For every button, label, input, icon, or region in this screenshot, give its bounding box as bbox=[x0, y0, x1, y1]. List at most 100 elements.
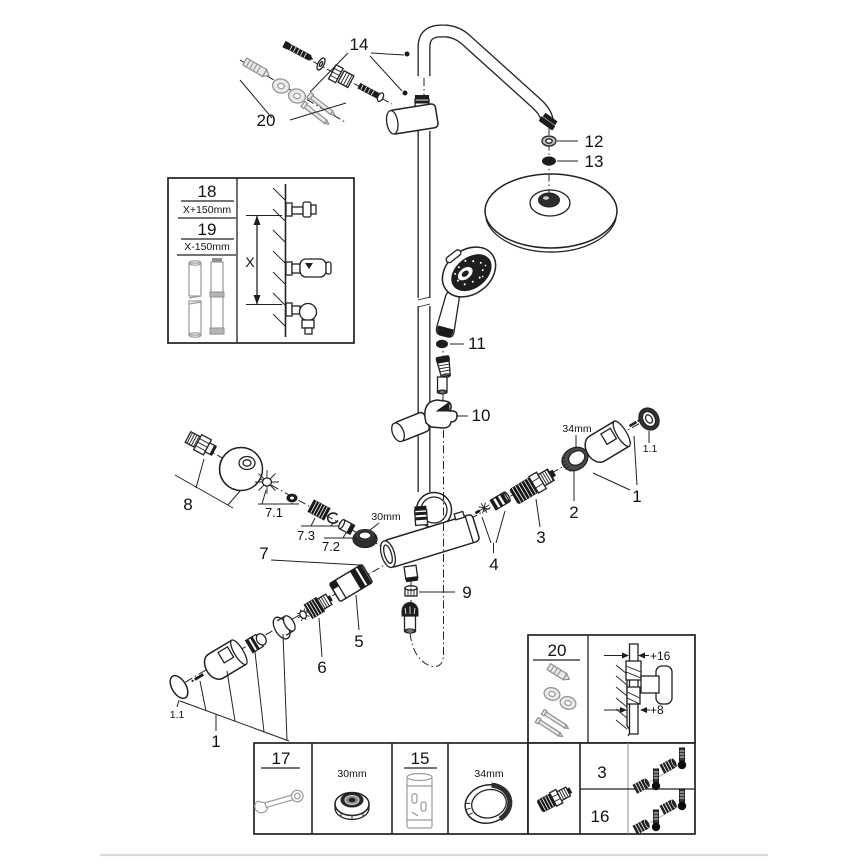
chain-left-group: 8 7.1 7.3 7.2 7 bbox=[174, 430, 401, 566]
callout-1-1: 1.1 bbox=[643, 443, 658, 455]
washer-icon bbox=[271, 78, 291, 94]
callout-10: 10 bbox=[472, 406, 491, 425]
wall-union-icon bbox=[285, 201, 317, 218]
union-8 bbox=[184, 430, 217, 456]
callout-1-1-lower: 1.1 bbox=[170, 709, 185, 721]
pin-star-4 bbox=[474, 502, 490, 515]
callout-3: 3 bbox=[536, 528, 545, 547]
dim-x-minus: X-150mm bbox=[184, 241, 230, 253]
inset-depth-box: 20 bbox=[527, 634, 696, 744]
washer-icon bbox=[543, 687, 561, 701]
washer-icon bbox=[287, 88, 307, 104]
cap-disc-1-1 bbox=[169, 674, 189, 700]
size-30mm: 30mm bbox=[371, 511, 400, 523]
callout-17: 17 bbox=[272, 749, 291, 768]
callout-14: 14 bbox=[350, 35, 369, 54]
table-tools: 17 30mm 15 34mm bbox=[253, 742, 529, 835]
hose-axis bbox=[409, 430, 444, 667]
chain-lower-group: 1.1 bbox=[169, 564, 373, 751]
cartridge-4 bbox=[489, 491, 511, 511]
callout-3-grease: 3 bbox=[597, 763, 606, 782]
callout-20: 20 bbox=[257, 111, 276, 130]
shower-arm-pipe bbox=[417, 24, 558, 131]
valve-assembly: 9 bbox=[379, 491, 480, 634]
screw-icon bbox=[357, 82, 385, 102]
cap-7-2 bbox=[338, 518, 356, 536]
callout-7-2: 7.2 bbox=[322, 539, 340, 554]
cartridge-5 bbox=[329, 564, 373, 602]
slider-group: 10 bbox=[391, 399, 491, 443]
washer-12 bbox=[541, 135, 557, 147]
rail-pipe bbox=[417, 131, 431, 492]
grease-row-3 bbox=[632, 747, 687, 794]
tool-15-icon bbox=[406, 772, 433, 829]
washer-icon bbox=[316, 57, 326, 71]
oring-13 bbox=[542, 156, 556, 166]
dim-x-plus: X+150mm bbox=[183, 204, 231, 216]
grip-sleeve-1-lower bbox=[203, 639, 248, 680]
depth-detail: +16 +8 bbox=[604, 643, 673, 737]
callout-2: 2 bbox=[569, 503, 578, 522]
wrench-icon bbox=[254, 789, 304, 814]
callout-6: 6 bbox=[317, 658, 326, 677]
callout-4: 4 bbox=[489, 555, 498, 574]
handle-star-7-1 bbox=[255, 470, 279, 494]
oring-7-1 bbox=[286, 493, 298, 503]
callout-19: 19 bbox=[198, 220, 217, 239]
callout-5: 5 bbox=[354, 632, 363, 651]
callout-7-1: 7.1 bbox=[265, 505, 283, 520]
hand-shower-head bbox=[441, 246, 497, 298]
part-20-group-top: 20 bbox=[239, 57, 347, 130]
rail-tube-18 bbox=[188, 260, 202, 338]
head-inlet-cap bbox=[538, 192, 560, 208]
grip-sleeve-1 bbox=[584, 420, 631, 463]
oring-11 bbox=[436, 339, 448, 349]
wall-valve-icon bbox=[285, 302, 318, 335]
callout-8: 8 bbox=[183, 495, 192, 514]
callout-1-lower: 1 bbox=[211, 732, 220, 751]
screw-icon bbox=[534, 716, 564, 738]
cartridge-6 bbox=[296, 593, 333, 622]
wall-bracket-top bbox=[385, 95, 439, 135]
head-shower bbox=[484, 173, 618, 249]
anchor-icon bbox=[241, 57, 270, 78]
rail-tube-19 bbox=[209, 258, 225, 335]
wall-flange-icon bbox=[327, 63, 355, 89]
thermo-cartridge-3 bbox=[509, 468, 557, 504]
depth-min: +8 bbox=[650, 703, 664, 717]
wall-slider-icon bbox=[285, 258, 332, 278]
hose-connector bbox=[401, 602, 419, 634]
inset-length-box: 18 X+150mm 19 X-150mm X bbox=[167, 177, 355, 344]
pin-1-lower bbox=[191, 673, 205, 682]
head-shower-group: 12 13 bbox=[484, 127, 618, 253]
spindle-7-3 bbox=[307, 499, 331, 521]
callout-7-3: 7.3 bbox=[297, 528, 315, 543]
callout-18: 18 bbox=[198, 182, 217, 201]
slider-hook bbox=[424, 399, 458, 429]
callout-7: 7 bbox=[259, 544, 268, 563]
callout-9: 9 bbox=[462, 583, 471, 602]
callout-13: 13 bbox=[585, 152, 604, 171]
hand-shower-group: 11 bbox=[435, 246, 497, 401]
part-14-group: 14 bbox=[282, 35, 410, 102]
depth-max: +16 bbox=[650, 649, 671, 663]
size-34mm-tool: 34mm bbox=[474, 768, 503, 780]
clip-7-3 bbox=[326, 512, 339, 524]
size-34mm: 34mm bbox=[562, 423, 591, 435]
cartridge-icon bbox=[537, 786, 573, 813]
valve-inlet bbox=[413, 505, 429, 527]
hose-nipple bbox=[435, 355, 451, 379]
valve-body bbox=[379, 510, 480, 569]
callout-20-box: 20 bbox=[548, 641, 567, 660]
knob-8 bbox=[218, 446, 264, 492]
wall-section: X bbox=[245, 184, 332, 337]
anchor-icon bbox=[546, 662, 571, 681]
callout-12: 12 bbox=[585, 132, 604, 151]
nut-9 bbox=[404, 585, 418, 597]
screw-icon bbox=[306, 91, 336, 117]
grease-row-16 bbox=[632, 788, 687, 835]
screw-icon bbox=[282, 40, 314, 61]
adapter-1 bbox=[244, 633, 267, 654]
